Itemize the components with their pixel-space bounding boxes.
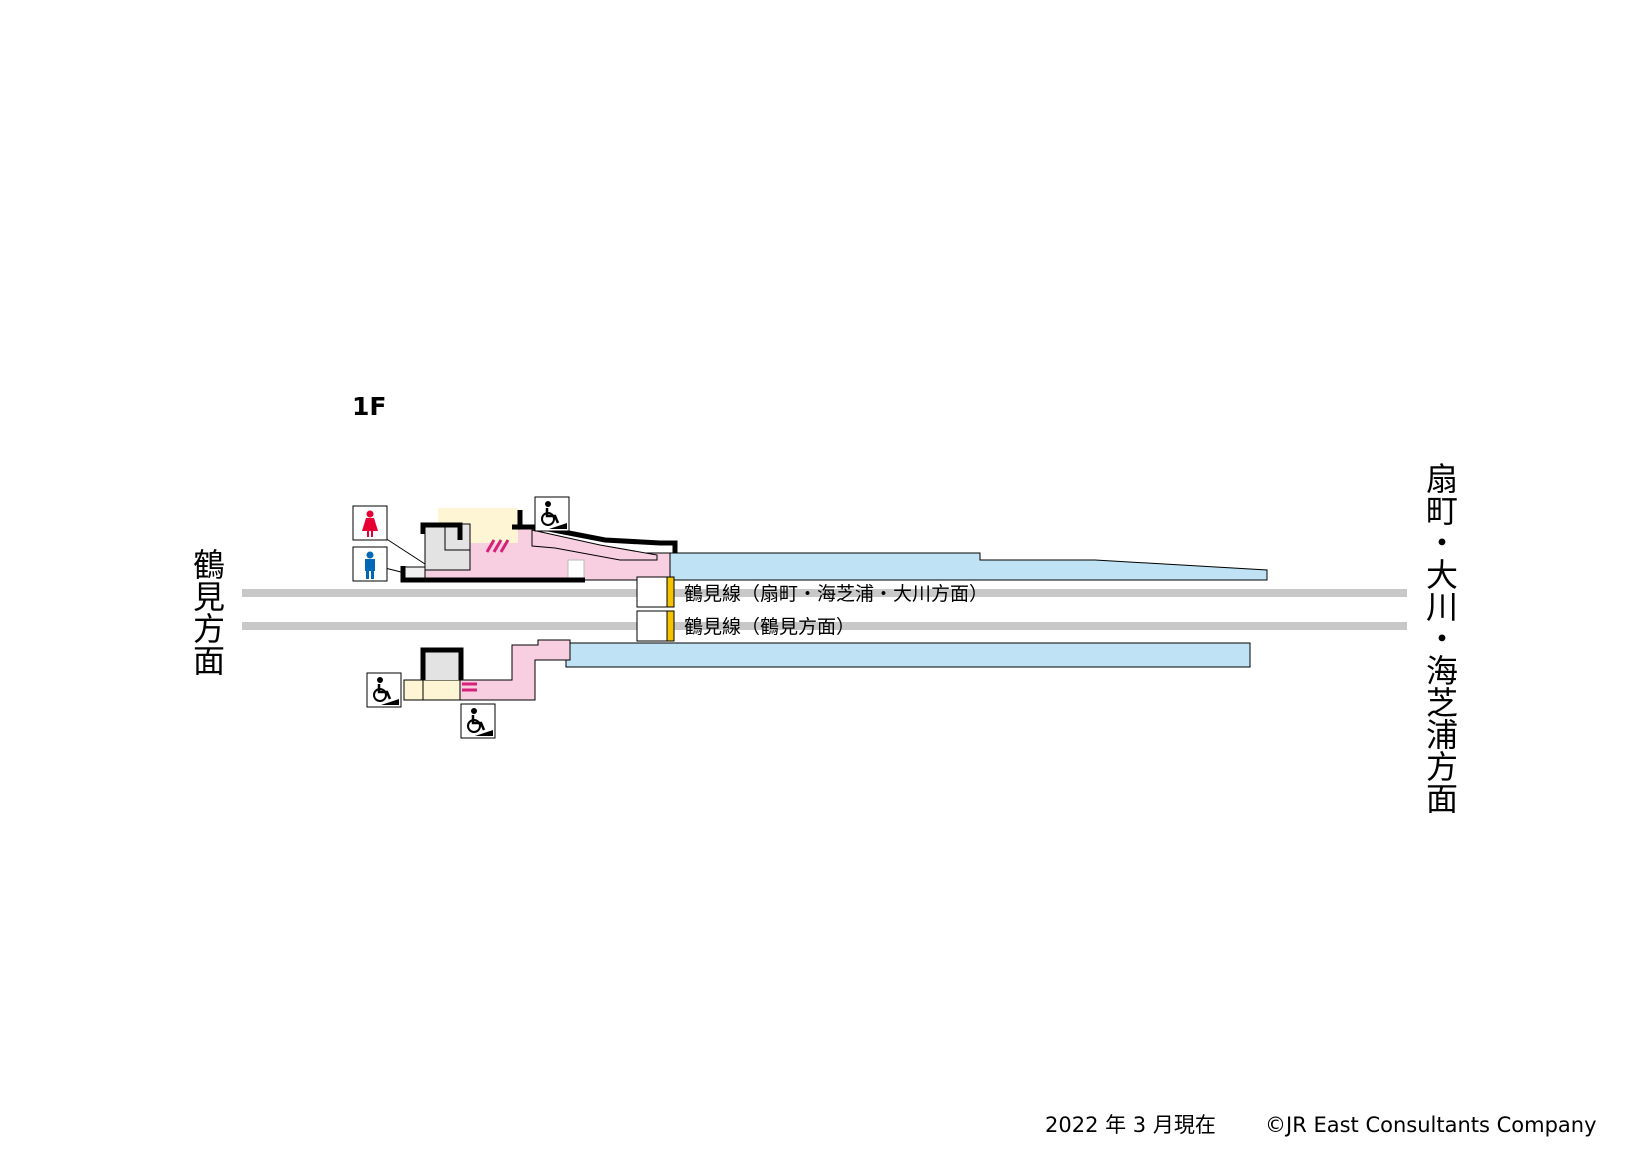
stairs-upper [485, 539, 510, 553]
as-of-date: 2022 年 3 月現在 [1045, 1113, 1216, 1137]
track-lower [242, 622, 1407, 630]
stop-marker-upper [636, 576, 675, 608]
platform-lower [565, 642, 1251, 668]
track-upper [242, 589, 1407, 597]
ticket-gates [567, 559, 585, 581]
mens-toilet-icon [352, 546, 388, 582]
platform-upper [582, 552, 1268, 581]
leader-mens [384, 567, 406, 574]
stairs-lower [462, 682, 477, 692]
direction-right: 扇町・大川・海芝浦方面 [1421, 462, 1459, 814]
line-label-lower: 鶴見線（鶴見方面） [684, 616, 856, 638]
wheelchair-slope-icon [460, 703, 496, 739]
line-label-upper: 鶴見線（扇町・海芝浦・大川方面） [684, 583, 989, 605]
womens-toilet-icon [352, 505, 388, 541]
building-lower [423, 650, 461, 680]
wheelchair-slope-icon [534, 496, 570, 532]
concourse-lower [459, 639, 571, 701]
ticket-area-lower [403, 679, 461, 701]
stop-marker-lower [636, 610, 675, 642]
wall-upper-ramp [512, 524, 678, 553]
leader-womens [384, 537, 426, 565]
floor-label: 1F [352, 392, 387, 421]
wheelchair-slope-icon [366, 672, 402, 708]
wall-lower-building [420, 647, 464, 680]
ramp-upper [531, 529, 658, 561]
wall-upper-building [420, 522, 463, 540]
direction-left: 鶴見方面 [188, 548, 226, 676]
copyright: ©JR East Consultants Company [1265, 1113, 1597, 1137]
